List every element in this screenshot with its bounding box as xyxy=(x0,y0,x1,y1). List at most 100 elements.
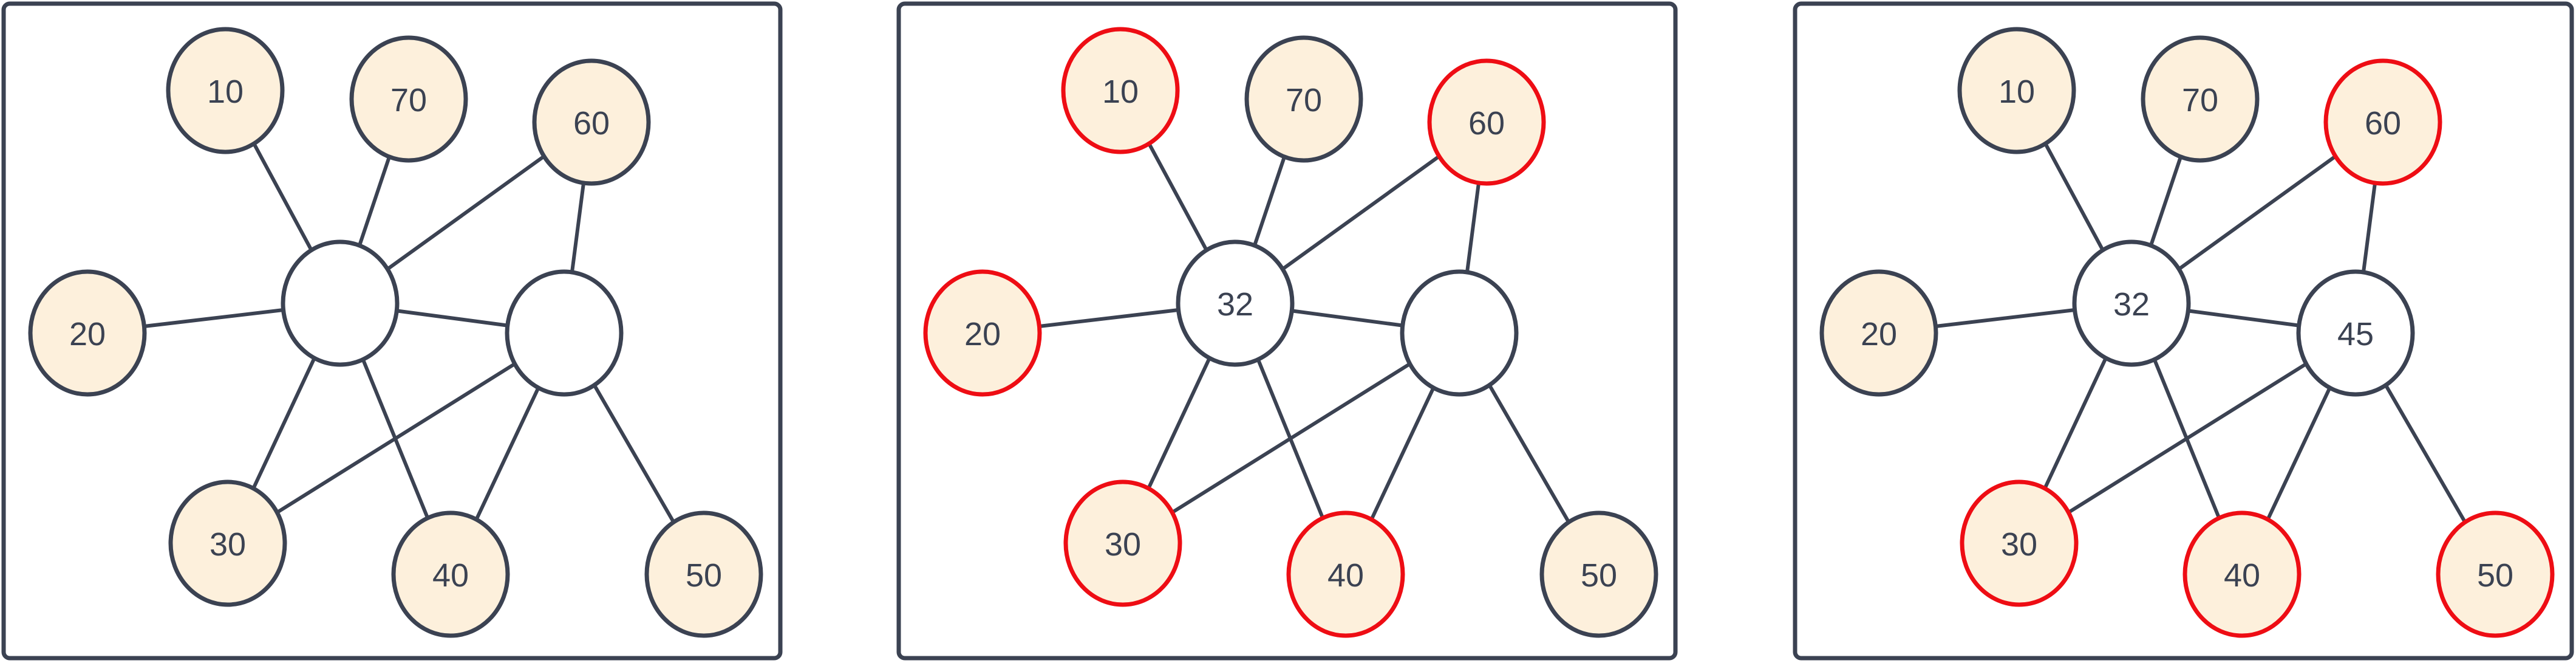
panel-3[interactable]: 10 70 60 20 32 45 30 40 50 xyxy=(1791,0,2576,663)
node-n30[interactable]: 30 xyxy=(168,479,287,607)
node-n70-shape[interactable] xyxy=(349,35,468,163)
node-n20-label: 20 xyxy=(69,316,106,352)
edge-n10-hubA xyxy=(1147,142,1208,252)
node-n70-shape[interactable] xyxy=(1244,35,1363,163)
node-n20-shape[interactable] xyxy=(28,269,147,397)
node-n70[interactable]: 70 xyxy=(349,35,468,163)
edge-hubA-n30 xyxy=(1147,356,1211,490)
node-n60-label: 60 xyxy=(2365,105,2401,142)
edge-hubB-n40 xyxy=(474,386,540,521)
node-n50-shape[interactable] xyxy=(1539,510,1658,638)
node-n40-shape[interactable] xyxy=(1286,510,1405,638)
node-n50-shape[interactable] xyxy=(2436,510,2555,638)
node-n30[interactable]: 30 xyxy=(1960,479,2079,607)
edge-n70-hubA xyxy=(357,154,392,248)
edge-hubA-hubB xyxy=(1290,309,1405,328)
edge-hubA-hubB xyxy=(395,309,509,328)
panel-1[interactable]: 10 70 60 20 30 40 50 xyxy=(0,0,785,663)
node-hubA-shape[interactable] xyxy=(1176,239,1295,367)
node-n30-label: 30 xyxy=(1105,526,1141,563)
node-n10-label: 10 xyxy=(1102,74,1139,110)
node-n50-label: 50 xyxy=(686,557,722,594)
node-n20-label: 20 xyxy=(1861,316,1897,352)
node-hubB-shape[interactable] xyxy=(2296,269,2415,397)
node-n40-shape[interactable] xyxy=(2182,510,2302,638)
node-n50[interactable]: 50 xyxy=(644,510,763,638)
edge-n10-hubA xyxy=(252,142,313,252)
edge-n60-hubB xyxy=(1465,181,1481,274)
node-n70-label: 70 xyxy=(2182,82,2218,119)
node-hubA-label: 32 xyxy=(2113,286,2150,323)
node-hubB-shape[interactable] xyxy=(1400,269,1519,397)
edge-hubA-n30 xyxy=(251,356,316,490)
node-n10-label: 10 xyxy=(1998,74,2035,110)
node-hubA[interactable] xyxy=(281,239,400,367)
edge-n60-hubA xyxy=(1281,154,1441,271)
node-hubA-shape[interactable] xyxy=(281,239,400,367)
node-n60-shape[interactable] xyxy=(1427,58,1546,186)
edge-hubA-n30 xyxy=(2043,356,2108,490)
node-hubB[interactable]: 45 xyxy=(2296,269,2415,397)
edge-hubB-n30 xyxy=(2067,362,2308,515)
panel-1-edges xyxy=(142,142,676,524)
node-n70-shape[interactable] xyxy=(2141,35,2260,163)
node-n70-label: 70 xyxy=(390,82,427,119)
node-n30-shape[interactable] xyxy=(1063,479,1182,607)
edge-hubB-n30 xyxy=(1170,362,1412,515)
node-n20-shape[interactable] xyxy=(923,269,1042,397)
node-n20-shape[interactable] xyxy=(1819,269,1938,397)
node-n70[interactable]: 70 xyxy=(1244,35,1363,163)
node-n30-shape[interactable] xyxy=(168,479,287,607)
node-n60[interactable]: 60 xyxy=(2323,58,2442,186)
edge-hubB-n30 xyxy=(275,362,517,515)
node-n60[interactable]: 60 xyxy=(532,58,651,186)
node-hubA-shape[interactable] xyxy=(2072,239,2191,367)
node-n30[interactable]: 30 xyxy=(1063,479,1182,607)
node-n40-label: 40 xyxy=(1327,557,1364,594)
panel-3-nodes: 10 70 60 20 32 45 30 40 50 xyxy=(1819,27,2555,638)
node-n20[interactable]: 20 xyxy=(28,269,147,397)
node-n10[interactable]: 10 xyxy=(1061,27,1180,154)
edge-hubB-n50 xyxy=(2383,383,2467,524)
edge-n10-hubA xyxy=(2043,142,2105,252)
node-n20[interactable]: 20 xyxy=(923,269,1042,397)
node-n10-shape[interactable] xyxy=(1061,27,1180,154)
node-n10[interactable]: 10 xyxy=(1957,27,2076,154)
node-n40-shape[interactable] xyxy=(391,510,510,638)
node-n20[interactable]: 20 xyxy=(1819,269,1938,397)
node-hubB[interactable] xyxy=(505,269,624,397)
node-n40[interactable]: 40 xyxy=(1286,510,1405,638)
node-hubB-shape[interactable] xyxy=(505,269,624,397)
node-n40[interactable]: 40 xyxy=(391,510,510,638)
node-n30-shape[interactable] xyxy=(1960,479,2079,607)
node-n30-label: 30 xyxy=(2001,526,2037,563)
node-n50[interactable]: 50 xyxy=(2436,510,2555,638)
node-n50-shape[interactable] xyxy=(644,510,763,638)
panel-1-nodes: 10 70 60 20 30 40 50 xyxy=(28,27,763,638)
node-n10-shape[interactable] xyxy=(1957,27,2076,154)
node-n10[interactable]: 10 xyxy=(166,27,285,154)
node-n70[interactable]: 70 xyxy=(2141,35,2260,163)
node-hubA[interactable]: 32 xyxy=(2072,239,2191,367)
edge-n70-hubA xyxy=(2148,154,2183,248)
panel-3-edges xyxy=(1934,142,2467,524)
node-hubB[interactable] xyxy=(1400,269,1519,397)
edge-n20-hubA xyxy=(1934,308,2077,328)
panel-1-svg: 10 70 60 20 30 40 50 xyxy=(1,1,783,661)
node-n60[interactable]: 60 xyxy=(1427,58,1546,186)
edge-hubB-n40 xyxy=(2266,386,2332,521)
node-n60-shape[interactable] xyxy=(2323,58,2442,186)
node-n10-shape[interactable] xyxy=(166,27,285,154)
panel-2-svg: 10 70 60 20 32 30 40 50 xyxy=(896,1,1678,661)
node-n40-label: 40 xyxy=(2224,557,2260,594)
edge-n60-hubA xyxy=(386,154,546,271)
panel-3-svg: 10 70 60 20 32 45 30 40 50 xyxy=(1793,1,2574,661)
node-hubA-label: 32 xyxy=(1217,286,1253,323)
node-n60-shape[interactable] xyxy=(532,58,651,186)
node-n40[interactable]: 40 xyxy=(2182,510,2302,638)
edge-hubB-n40 xyxy=(1369,386,1436,521)
node-hubA[interactable]: 32 xyxy=(1176,239,1295,367)
panel-2[interactable]: 10 70 60 20 32 30 40 50 xyxy=(895,0,1680,663)
edge-hubB-n50 xyxy=(592,383,676,524)
node-n50[interactable]: 50 xyxy=(1539,510,1658,638)
